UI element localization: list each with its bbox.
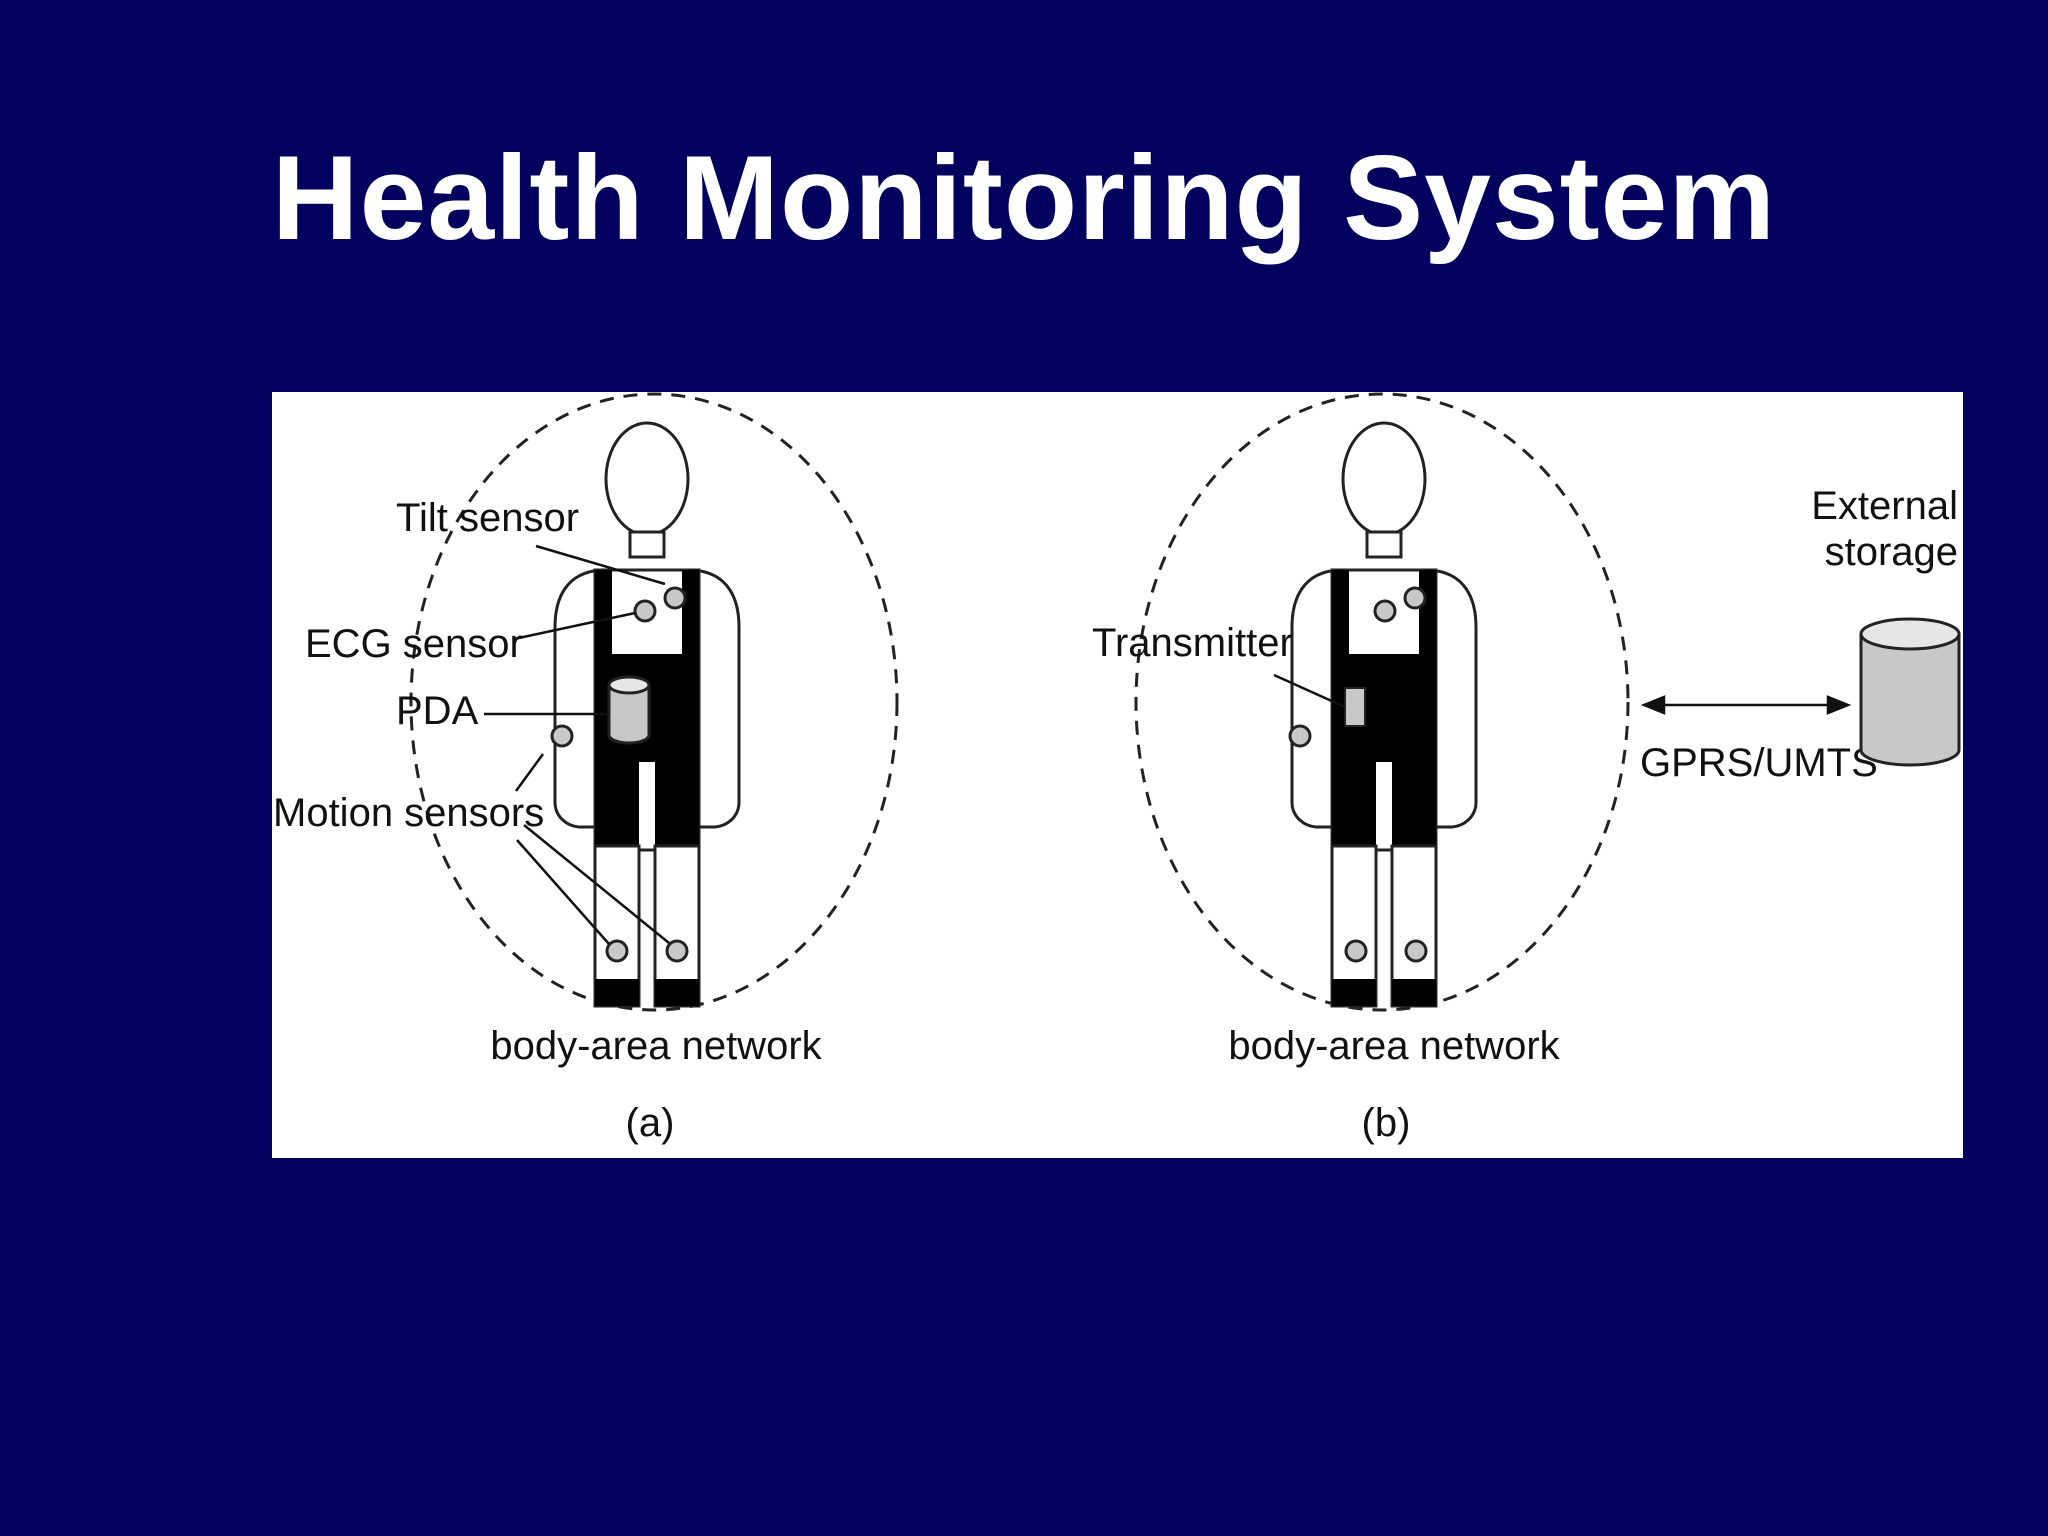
gprs-umts-link-arrow bbox=[1640, 695, 1852, 715]
ankle-motion-sensor-right-icon bbox=[665, 939, 689, 963]
panel-b-caption: (b) bbox=[1362, 1101, 1411, 1145]
diagram-panel: Tilt sensor ECG sensor PDA Motion sensor… bbox=[272, 392, 1963, 1158]
external-storage-label-line2: storage bbox=[1825, 530, 1958, 574]
slide-title: Health Monitoring System bbox=[271, 131, 1777, 265]
gprs-umts-label: GPRS/UMTS bbox=[1640, 741, 1878, 785]
health-monitoring-diagram: Tilt sensor ECG sensor PDA Motion sensor… bbox=[273, 392, 1961, 1145]
pda-icon bbox=[607, 675, 651, 745]
ecg-sensor-icon bbox=[633, 599, 657, 623]
ecg-sensor-b-icon bbox=[1373, 599, 1397, 623]
panel-a: Tilt sensor ECG sensor PDA Motion sensor… bbox=[273, 392, 899, 1145]
tilt-sensor-label: Tilt sensor bbox=[396, 496, 579, 540]
pda-label: PDA bbox=[396, 689, 479, 733]
tilt-sensor-b-icon bbox=[1403, 586, 1427, 610]
external-storage-icon bbox=[1859, 617, 1961, 767]
ecg-sensor-label: ECG sensor bbox=[305, 622, 523, 666]
ankle-motion-sensor-left-icon bbox=[605, 939, 629, 963]
body-area-network-boundary-b bbox=[1134, 392, 1630, 1012]
panel-a-caption: (a) bbox=[626, 1101, 675, 1145]
body-area-network-boundary-a bbox=[409, 392, 899, 1012]
person-figure-b bbox=[1290, 421, 1478, 1008]
transmitter-label: Transmitter bbox=[1092, 621, 1293, 665]
tilt-sensor-icon bbox=[663, 586, 687, 610]
panel-b: Transmitter GPRS/UMTS External storage b… bbox=[1092, 392, 1961, 1145]
ankle-motion-sensor-b-right-icon bbox=[1404, 939, 1428, 963]
arm-motion-sensor-icon bbox=[550, 724, 574, 748]
motion-sensors-label: Motion sensors bbox=[273, 791, 544, 835]
external-storage-label-line1: External bbox=[1811, 484, 1958, 528]
body-area-network-label-b: body-area network bbox=[1228, 1024, 1560, 1068]
arm-motion-sensor-b-icon bbox=[1288, 724, 1312, 748]
transmitter-icon bbox=[1344, 687, 1366, 727]
ankle-motion-sensor-b-left-icon bbox=[1344, 939, 1368, 963]
body-area-network-label-a: body-area network bbox=[490, 1024, 822, 1068]
